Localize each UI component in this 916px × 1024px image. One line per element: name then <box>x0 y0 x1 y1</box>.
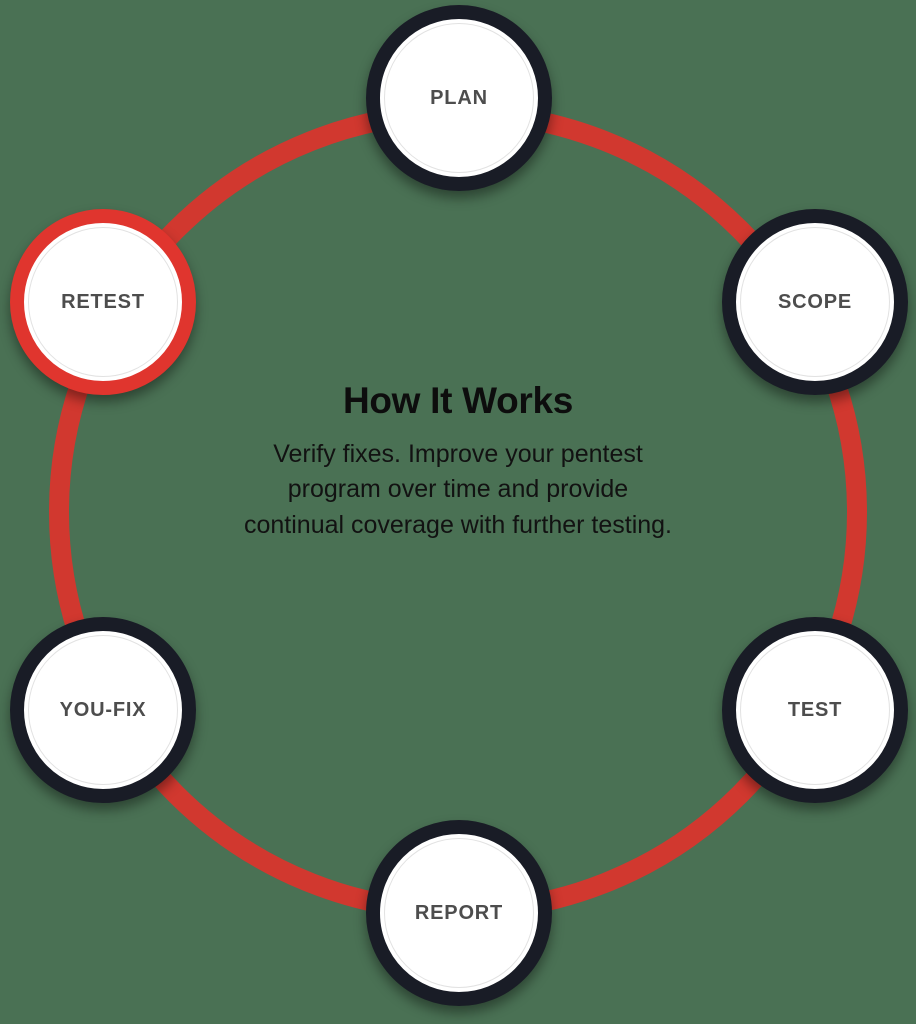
stage-node-label: RETEST <box>61 290 145 313</box>
stage-node-label: PLAN <box>430 86 488 109</box>
stage-node-retest[interactable]: RETEST <box>10 209 196 395</box>
stage-node-report[interactable]: REPORT <box>366 820 552 1006</box>
stage-node-scope[interactable]: SCOPE <box>722 209 908 395</box>
cycle-ring-circle <box>49 103 867 921</box>
stage-node-you-fix[interactable]: YOU-FIX <box>10 617 196 803</box>
stage-node-label: SCOPE <box>777 290 853 313</box>
stage-node-label: YOU-FIX <box>59 698 147 721</box>
stage-node-label: TEST <box>787 698 843 721</box>
stage-node-label: REPORT <box>414 901 504 924</box>
stage-node-plan[interactable]: PLAN <box>366 5 552 191</box>
stage-node-test[interactable]: TEST <box>722 617 908 803</box>
